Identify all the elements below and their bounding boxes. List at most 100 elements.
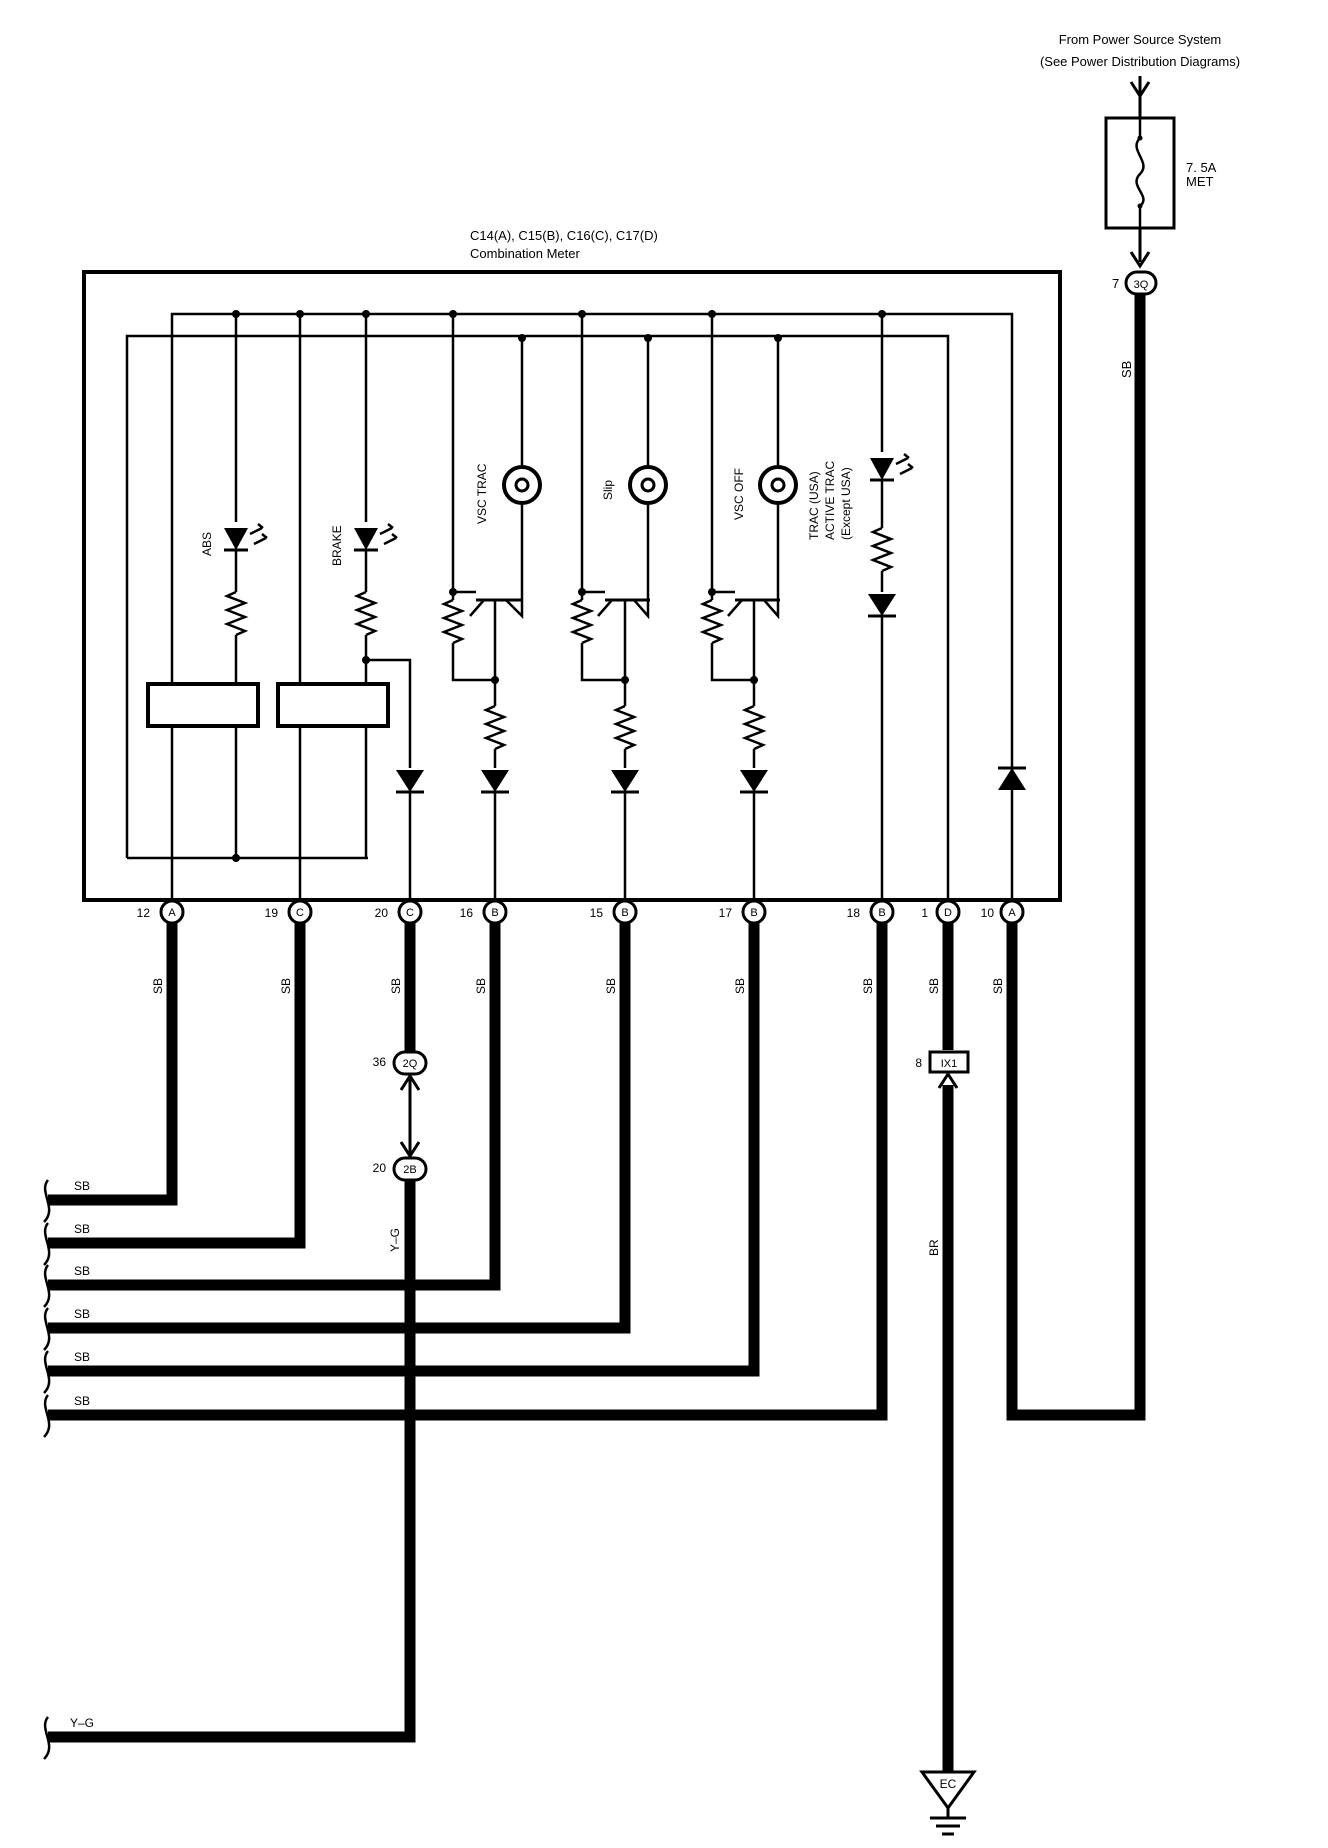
abs-channel: ABS	[127, 314, 368, 862]
left-wire-labels: SB SB SB SB SB SB Y–G	[70, 1179, 94, 1730]
vsc-off-resistor-icon	[741, 704, 767, 751]
fuse-name: MET	[1186, 174, 1214, 189]
wire-yg	[48, 1180, 416, 1743]
svg-text:A: A	[168, 907, 176, 919]
svg-text:A: A	[1008, 907, 1016, 919]
svg-text:18: 18	[847, 906, 861, 920]
pin-18b: 18 B	[847, 899, 895, 925]
wire-label-yg: Y–G	[388, 1228, 402, 1252]
fuse-icon	[1135, 118, 1145, 228]
wire-label-fuse: SB	[1119, 361, 1134, 378]
vsc-trac-label: VSC TRAC	[475, 463, 489, 524]
combination-meter: ABS BRAKE	[82, 270, 1062, 902]
wire-vsc-trac	[48, 923, 501, 1291]
svg-text:B: B	[621, 907, 628, 919]
slip-resistor-icon	[612, 704, 638, 751]
slip-channel: Slip	[569, 314, 668, 900]
svg-text:2B: 2B	[403, 1164, 416, 1176]
svg-text:SB: SB	[927, 978, 941, 994]
power-arrow-icon	[1129, 76, 1151, 118]
meter-name: Combination Meter	[470, 246, 580, 261]
harness-wires	[48, 294, 1146, 1772]
wire-abs	[48, 923, 178, 1206]
brake-label: BRAKE	[330, 525, 344, 566]
brake-relay-coil	[276, 682, 390, 728]
svg-text:SB: SB	[279, 978, 293, 994]
abs-label: ABS	[200, 532, 214, 556]
slip-lamp-icon	[628, 465, 668, 505]
svg-text:SB: SB	[74, 1307, 90, 1321]
trac-channel: TRAC (USA) ACTIVE TRAC (Except USA)	[807, 314, 914, 900]
svg-text:SB: SB	[151, 978, 165, 994]
svg-text:17: 17	[719, 906, 733, 920]
vsc-off-transistor-resistor	[699, 598, 725, 645]
svg-text:D: D	[944, 907, 952, 919]
meter-box	[82, 270, 1062, 902]
svg-text:36: 36	[373, 1055, 387, 1069]
power-source-line1: From Power Source System	[1059, 32, 1222, 47]
svg-text:SB: SB	[74, 1264, 90, 1278]
svg-text:IX1: IX1	[941, 1058, 958, 1070]
svg-text:SB: SB	[389, 978, 403, 994]
pin-19c: 19 C	[265, 899, 313, 925]
vsc-off-label: VSC OFF	[732, 468, 746, 520]
vsc-off-diode-icon	[740, 770, 768, 794]
bus-junctions	[232, 310, 886, 318]
connector-3q-pin: 7	[1112, 276, 1119, 291]
svg-text:19: 19	[265, 906, 279, 920]
power-source: From Power Source System (See Power Dist…	[1040, 32, 1240, 118]
vsc-trac-transistor-resistor	[440, 598, 466, 645]
trac-diode-icon	[868, 594, 896, 618]
slip-transistor-resistor	[569, 598, 595, 645]
pin-16b: 16 B	[460, 899, 508, 925]
wire-trac	[48, 923, 888, 1421]
vsc-trac-lamp-icon	[502, 465, 542, 505]
pin-12a: 12 A	[137, 899, 185, 925]
vsc-off-lamp-icon	[758, 465, 798, 505]
trac-resistor-icon	[869, 526, 895, 573]
brake-resistor-icon	[353, 590, 379, 637]
trac-label-2: ACTIVE TRAC	[823, 461, 837, 540]
connector-2q: 36 2Q	[373, 1050, 428, 1076]
trac-label-1: TRAC (USA)	[807, 471, 821, 540]
brake-diode-icon	[396, 770, 424, 794]
svg-text:SB: SB	[604, 978, 618, 994]
svg-text:B: B	[491, 907, 498, 919]
abs-led-icon	[224, 523, 268, 552]
vsc-trac-resistor-icon	[482, 704, 508, 751]
pin-17b: 17 B	[719, 899, 767, 925]
svg-text:12: 12	[137, 906, 151, 920]
svg-text:SB: SB	[861, 978, 875, 994]
svg-text:SB: SB	[991, 978, 1005, 994]
vsc-off-channel: VSC OFF	[699, 314, 798, 900]
meter-connectors: C14(A), C15(B), C16(C), C17(D)	[470, 228, 658, 243]
connector-2b: 20 2B	[373, 1156, 428, 1182]
svg-text:SB: SB	[74, 1179, 90, 1193]
bottom-wire-label: Y–G	[70, 1716, 94, 1730]
trac-label-3: (Except USA)	[839, 467, 853, 540]
svg-text:SB: SB	[74, 1350, 90, 1364]
fuse-rating: 7. 5A	[1186, 160, 1217, 175]
svg-text:B: B	[750, 907, 757, 919]
brake-channel: BRAKE	[276, 314, 424, 900]
svg-text:20: 20	[375, 906, 389, 920]
abs-resistor-icon	[223, 590, 249, 637]
svg-text:SB: SB	[74, 1394, 90, 1408]
svg-text:1: 1	[921, 906, 928, 920]
wire-power	[1006, 294, 1146, 1421]
brake-led-icon	[354, 523, 398, 552]
pin-10a: 10 A	[981, 899, 1025, 925]
trac-led-icon	[870, 453, 914, 482]
svg-text:B: B	[878, 907, 885, 919]
connector-2q-2b-link	[399, 1073, 421, 1159]
connector-ix1: 8 IX1	[915, 1050, 970, 1089]
pin-15b: 15 B	[590, 899, 638, 925]
meter-pins: 12 A 19 C 20 C 16 B 15 B 17 B	[137, 899, 1025, 925]
connector-3q: 7 3Q	[1112, 270, 1158, 296]
vsc-trac-channel: VSC TRAC	[440, 314, 542, 900]
svg-text:C: C	[296, 907, 304, 919]
slip-diode-icon	[611, 770, 639, 794]
svg-text:16: 16	[460, 906, 474, 920]
slip-label: Slip	[601, 480, 615, 500]
